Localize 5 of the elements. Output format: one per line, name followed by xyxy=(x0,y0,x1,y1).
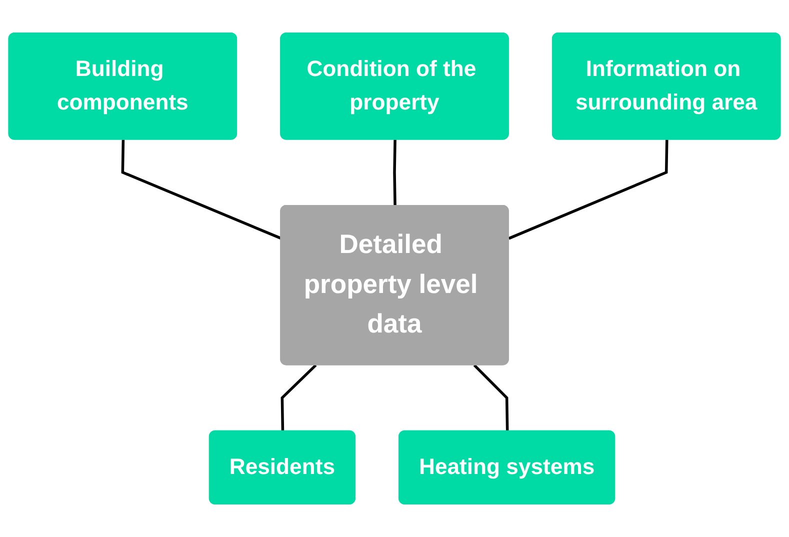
connector xyxy=(121,140,282,240)
connector xyxy=(393,140,396,206)
connector xyxy=(280,364,317,432)
connector xyxy=(473,364,509,432)
connector xyxy=(508,140,668,240)
